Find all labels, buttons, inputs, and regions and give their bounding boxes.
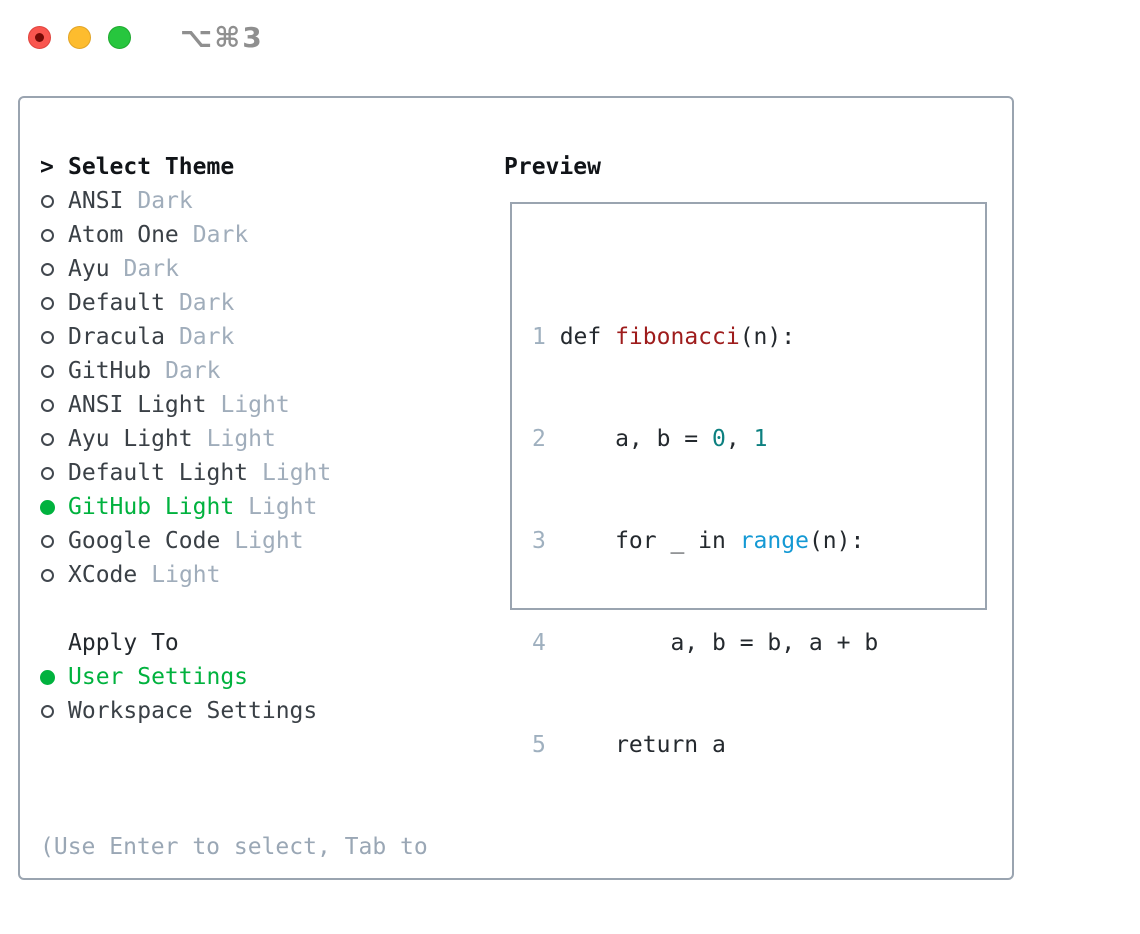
radio-icon bbox=[40, 398, 68, 412]
preview-title: Preview bbox=[504, 154, 601, 180]
code-line: 5 return a bbox=[532, 732, 726, 758]
theme-item-google-code[interactable]: Google Code Light bbox=[40, 524, 331, 558]
cursor-caret: > bbox=[40, 154, 54, 180]
theme-item-xcode[interactable]: XCode Light bbox=[40, 558, 331, 592]
radio-icon bbox=[40, 228, 68, 242]
radio-icon bbox=[40, 704, 68, 718]
window-title: ⌥⌘3 bbox=[180, 21, 264, 54]
unsaved-indicator-dot bbox=[35, 33, 44, 42]
apply-to-title: Apply To bbox=[68, 630, 179, 656]
theme-item-ansi-dark[interactable]: ANSI Dark bbox=[40, 184, 331, 218]
radio-icon bbox=[40, 262, 68, 276]
theme-item-ayu-light[interactable]: Ayu Light Light bbox=[40, 422, 331, 456]
minimize-button[interactable] bbox=[68, 26, 91, 49]
theme-list: > Select Theme ANSI Dark Atom One Dark A… bbox=[40, 150, 331, 592]
radio-icon bbox=[40, 330, 68, 344]
number-literal: 0 bbox=[712, 426, 726, 452]
radio-icon bbox=[40, 364, 68, 378]
traffic-lights bbox=[28, 26, 131, 49]
theme-item-atom-one-dark[interactable]: Atom One Dark bbox=[40, 218, 331, 252]
radio-icon bbox=[40, 568, 68, 582]
theme-item-ayu-dark[interactable]: Ayu Dark bbox=[40, 252, 331, 286]
theme-item-default-dark[interactable]: Default Dark bbox=[40, 286, 331, 320]
theme-list-header: > Select Theme bbox=[40, 150, 331, 184]
apply-to-group: Apply To User Settings Workspace Setting… bbox=[40, 626, 317, 728]
radio-icon bbox=[40, 432, 68, 446]
theme-list-title: Select Theme bbox=[68, 154, 235, 180]
radio-icon bbox=[40, 296, 68, 310]
function-name: fibonacci bbox=[615, 324, 740, 350]
theme-item-github-light[interactable]: GitHub Light Light bbox=[40, 490, 331, 524]
close-button[interactable] bbox=[28, 26, 51, 49]
theme-item-github-dark[interactable]: GitHub Dark bbox=[40, 354, 331, 388]
radio-selected-icon bbox=[40, 669, 68, 685]
code-line: 3 for _ in range(n): bbox=[532, 528, 865, 554]
builtin-name: range bbox=[739, 528, 809, 554]
radio-icon bbox=[40, 194, 68, 208]
window-titlebar: ⌥⌘3 bbox=[0, 0, 1140, 75]
theme-picker-panel: > Select Theme ANSI Dark Atom One Dark A… bbox=[18, 96, 1014, 880]
radio-icon bbox=[40, 466, 68, 480]
apply-item-workspace-settings[interactable]: Workspace Settings bbox=[40, 694, 317, 728]
apply-to-header: Apply To bbox=[40, 626, 317, 660]
code-line: 4 a, b = b, a + b bbox=[532, 630, 879, 656]
code-line: 2 a, b = 0, 1 bbox=[532, 426, 768, 452]
theme-item-default-light[interactable]: Default Light Light bbox=[40, 456, 331, 490]
keyboard-hint: (Use Enter to select, Tab to change focu… bbox=[40, 762, 428, 934]
zoom-button[interactable] bbox=[108, 26, 131, 49]
blank-line bbox=[532, 830, 961, 864]
hint-line: (Use Enter to select, Tab to bbox=[40, 834, 428, 860]
radio-icon bbox=[40, 534, 68, 548]
apply-item-user-settings[interactable]: User Settings bbox=[40, 660, 317, 694]
radio-selected-icon bbox=[40, 499, 68, 515]
theme-item-ansi-light[interactable]: ANSI Light Light bbox=[40, 388, 331, 422]
number-literal: 1 bbox=[753, 426, 768, 452]
theme-item-dracula-dark[interactable]: Dracula Dark bbox=[40, 320, 331, 354]
